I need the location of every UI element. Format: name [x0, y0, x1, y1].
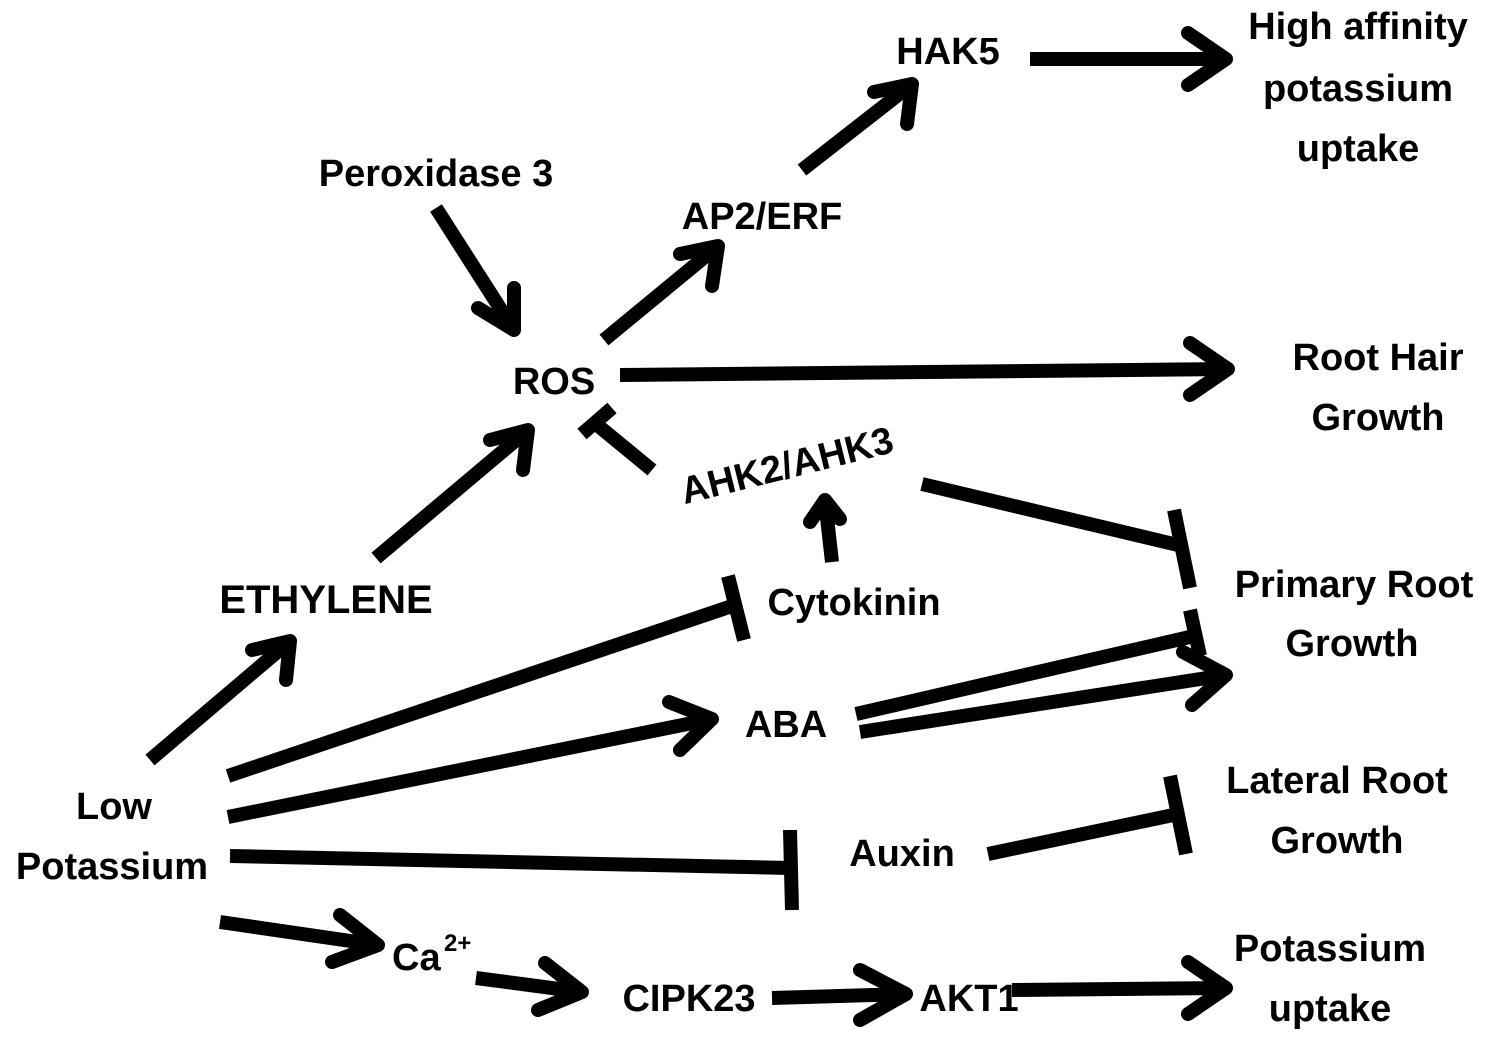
arrow-peroxidase-to-ros [430, 204, 521, 337]
node-auxin: Auxin [849, 833, 955, 875]
node-high-affinity-line-3: uptake [1297, 128, 1419, 170]
inhibit-auxin-to-lateral-root-growth [986, 774, 1193, 861]
node-lateral-root-growth: Lateral Root Growth [1226, 760, 1448, 862]
node-low-potassium: Low Potassium [16, 786, 208, 888]
node-high-affinity-potassium-uptake: High affinity potassium uptake [1248, 6, 1468, 170]
node-calcium-superscript: 2+ [444, 930, 471, 957]
arrow-ros-to-ap2erf [599, 239, 725, 346]
arrow-aba-to-primary-root-growth-activate [858, 645, 1233, 739]
node-hak5: HAK5 [896, 31, 999, 73]
node-akt1: AKT1 [919, 978, 1018, 1020]
arrow-lowk-to-ethylene [145, 634, 297, 766]
node-potassium-uptake-line-1: Potassium [1234, 928, 1426, 970]
node-cytokinin: Cytokinin [767, 582, 940, 624]
node-primary-root-line-2: Growth [1286, 623, 1419, 665]
arrow-hak5-to-high-affinity-uptake [1030, 26, 1233, 92]
node-low-potassium-line-2: Potassium [16, 846, 208, 888]
node-ethylene: ETHYLENE [219, 578, 432, 622]
node-root-hair-line-2: Growth [1312, 397, 1445, 439]
inhibit-lowk-to-cytokinin [225, 574, 751, 783]
arrow-calcium-to-cipk23 [475, 956, 589, 1017]
inhibit-ahk-to-ros [577, 402, 657, 476]
arrow-lowk-to-calcium [218, 908, 385, 969]
node-primary-root-growth: Primary Root Growth [1235, 564, 1474, 665]
node-ap2-erf: AP2/ERF [682, 196, 842, 238]
inhibit-lowk-to-auxin [229, 829, 799, 911]
node-primary-root-line-1: Primary Root [1235, 564, 1474, 606]
arrow-ros-to-root-hair-growth [619, 336, 1235, 402]
node-peroxidase-3: Peroxidase 3 [319, 153, 553, 195]
node-lateral-root-line-2: Growth [1271, 820, 1404, 862]
node-root-hair-line-1: Root Hair [1293, 337, 1464, 379]
node-ros: ROS [513, 361, 595, 403]
node-root-hair-growth: Root Hair Growth [1293, 337, 1464, 439]
arrow-lowk-to-aba [226, 695, 719, 824]
arrow-ethylene-to-ros [371, 423, 535, 564]
arrow-ap2erf-to-hak5 [797, 77, 919, 176]
node-low-potassium-line-1: Low [76, 786, 152, 828]
node-potassium-uptake-line-2: uptake [1269, 988, 1391, 1030]
arrow-cipk23-to-akt1 [771, 963, 913, 1027]
node-cipk23: CIPK23 [622, 978, 755, 1020]
node-high-affinity-line-1: High affinity [1248, 6, 1468, 48]
node-calcium: Ca 2+ [392, 930, 471, 979]
node-calcium-base: Ca [392, 937, 441, 979]
arrow-cytokinin-to-ahk [803, 493, 847, 563]
inhibit-ahk-to-primary-root-growth [920, 477, 1197, 590]
node-high-affinity-line-2: potassium [1263, 68, 1453, 110]
node-ahk2-ahk3: AHK2/AHK3 [677, 420, 898, 513]
node-lateral-root-line-1: Lateral Root [1226, 760, 1448, 802]
node-aba: ABA [745, 704, 827, 746]
node-potassium-uptake: Potassium uptake [1234, 928, 1426, 1030]
inhibit-aba-to-primary-root-growth [854, 608, 1207, 721]
arrow-akt1-to-potassium-uptake [1011, 955, 1233, 1021]
